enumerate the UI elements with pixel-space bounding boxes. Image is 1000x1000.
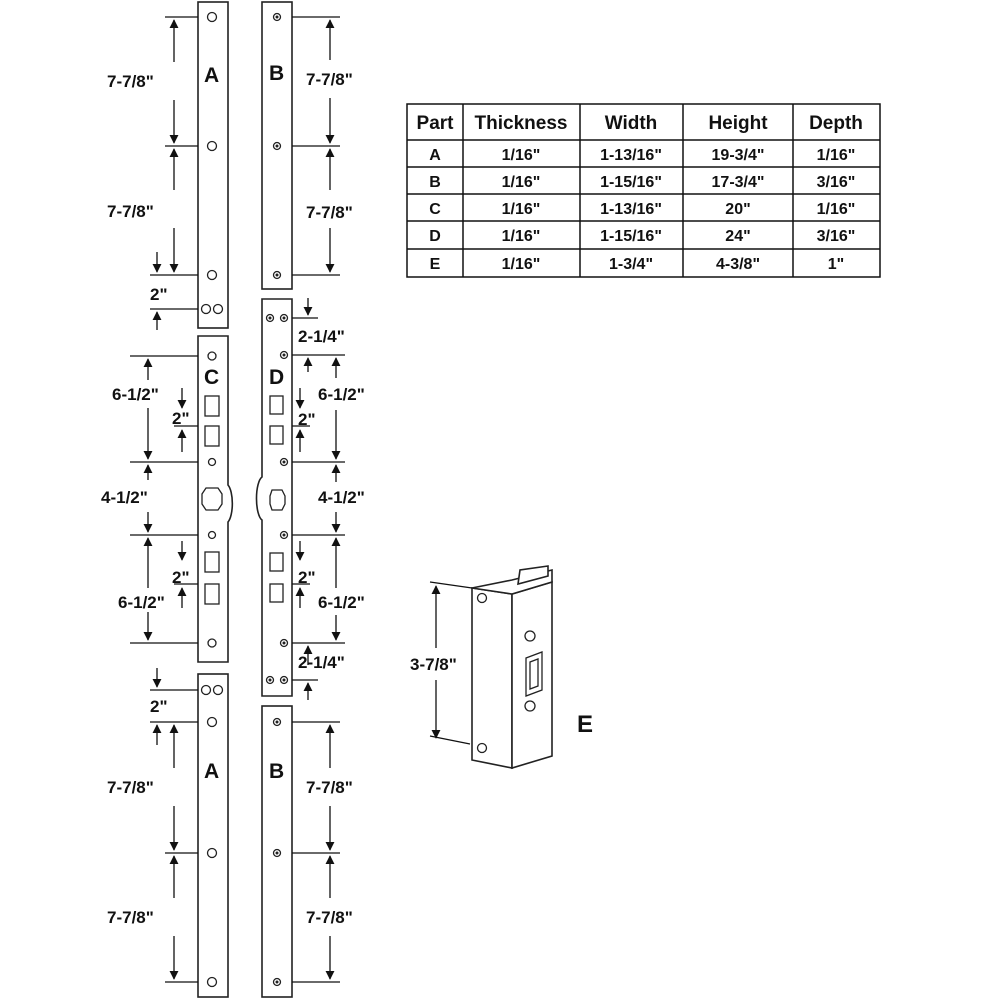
table-header-part: Part [417,113,455,134]
dim-label-a-bottom-2: 7-7/8" [107,778,154,797]
part-c-label: C [204,366,219,389]
table-cell: 1-15/16" [600,228,662,245]
part-b-label-top: B [269,62,284,85]
table-cell: 1/16" [817,147,856,164]
dim-label-a-top-3: 2" [150,285,168,304]
table-cell: D [429,228,441,245]
dim-label-b-top-2: 7-7/8" [306,203,353,222]
dim-label-d-1: 2-1/4" [298,327,345,346]
dim-b-bottom [292,721,340,983]
dim-label-a-top-2: 7-7/8" [107,202,154,221]
dim-label-e: 3-7/8" [410,655,457,674]
part-e-label: E [577,711,593,738]
part-a-label-top: A [204,64,219,87]
dim-d [292,298,345,700]
plate-a-top [197,1,229,329]
table-header-depth: Depth [809,113,863,134]
dim-label-d-7: 2-1/4" [298,653,345,672]
plate-b-bottom [261,705,293,998]
plate-d [255,298,293,697]
table-cell: 4-3/8" [716,256,760,273]
part-e-drawing [471,565,553,770]
table-header-thickness: Thickness [475,113,568,134]
table-cell: 1/16" [502,256,541,273]
table-cell: B [429,174,441,191]
dim-label-d-4: 4-1/2" [318,488,365,507]
table-cell: 17-3/4" [712,174,765,191]
dim-a-top [150,16,198,330]
table-cell: 1-13/16" [600,147,662,164]
table-cell: 1" [828,256,844,273]
dim-label-c-1: 6-1/2" [112,385,159,404]
table-cell: 3/16" [817,228,856,245]
table-cell: C [429,201,441,218]
table-cell: 1-13/16" [600,201,662,218]
table-header-width: Width [605,113,658,134]
part-d-label: D [269,366,284,389]
table-cell: 19-3/4" [712,147,765,164]
table-cell: E [430,256,441,273]
table-cell: 1/16" [502,228,541,245]
table-cell: 1/16" [817,201,856,218]
table-cell: 1-3/4" [609,256,653,273]
dim-a-bottom [150,668,198,983]
dim-label-b-top-1: 7-7/8" [306,70,353,89]
part-b-label-bottom: B [269,760,284,783]
dim-label-a-bottom-3: 7-7/8" [107,908,154,927]
dim-label-d-3: 2" [298,410,316,429]
table-cell: 1/16" [502,201,541,218]
table-cell: 20" [725,201,750,218]
dim-c [130,355,198,644]
dim-label-c-2: 2" [172,409,190,428]
plate-c [197,335,234,663]
dim-label-c-3: 4-1/2" [101,488,148,507]
table-cell: 3/16" [817,174,856,191]
dim-b-top [292,16,340,276]
part-a-label-bottom: A [204,760,219,783]
dim-label-d-5: 2" [298,568,316,587]
plate-a-bottom [197,673,229,998]
dim-label-c-4: 2" [172,568,190,587]
dim-label-d-2: 6-1/2" [318,385,365,404]
dim-label-b-bottom-2: 7-7/8" [306,908,353,927]
table-cell: 1/16" [502,174,541,191]
plate-b-top [261,1,293,290]
dim-label-d-6: 6-1/2" [318,593,365,612]
dim-e [429,581,473,745]
dim-label-c-5: 6-1/2" [118,593,165,612]
table-cell: 1/16" [502,147,541,164]
dim-label-b-bottom-1: 7-7/8" [306,778,353,797]
table-header-height: Height [708,113,768,134]
dim-label-a-bottom-1: 2" [150,697,168,716]
spec-table: Part Thickness Width Height Depth A 1/16… [406,103,881,278]
table-cell: 24" [725,228,750,245]
table-cell: A [429,147,441,164]
dim-label-a-top-1: 7-7/8" [107,72,154,91]
table-cell: 1-15/16" [600,174,662,191]
